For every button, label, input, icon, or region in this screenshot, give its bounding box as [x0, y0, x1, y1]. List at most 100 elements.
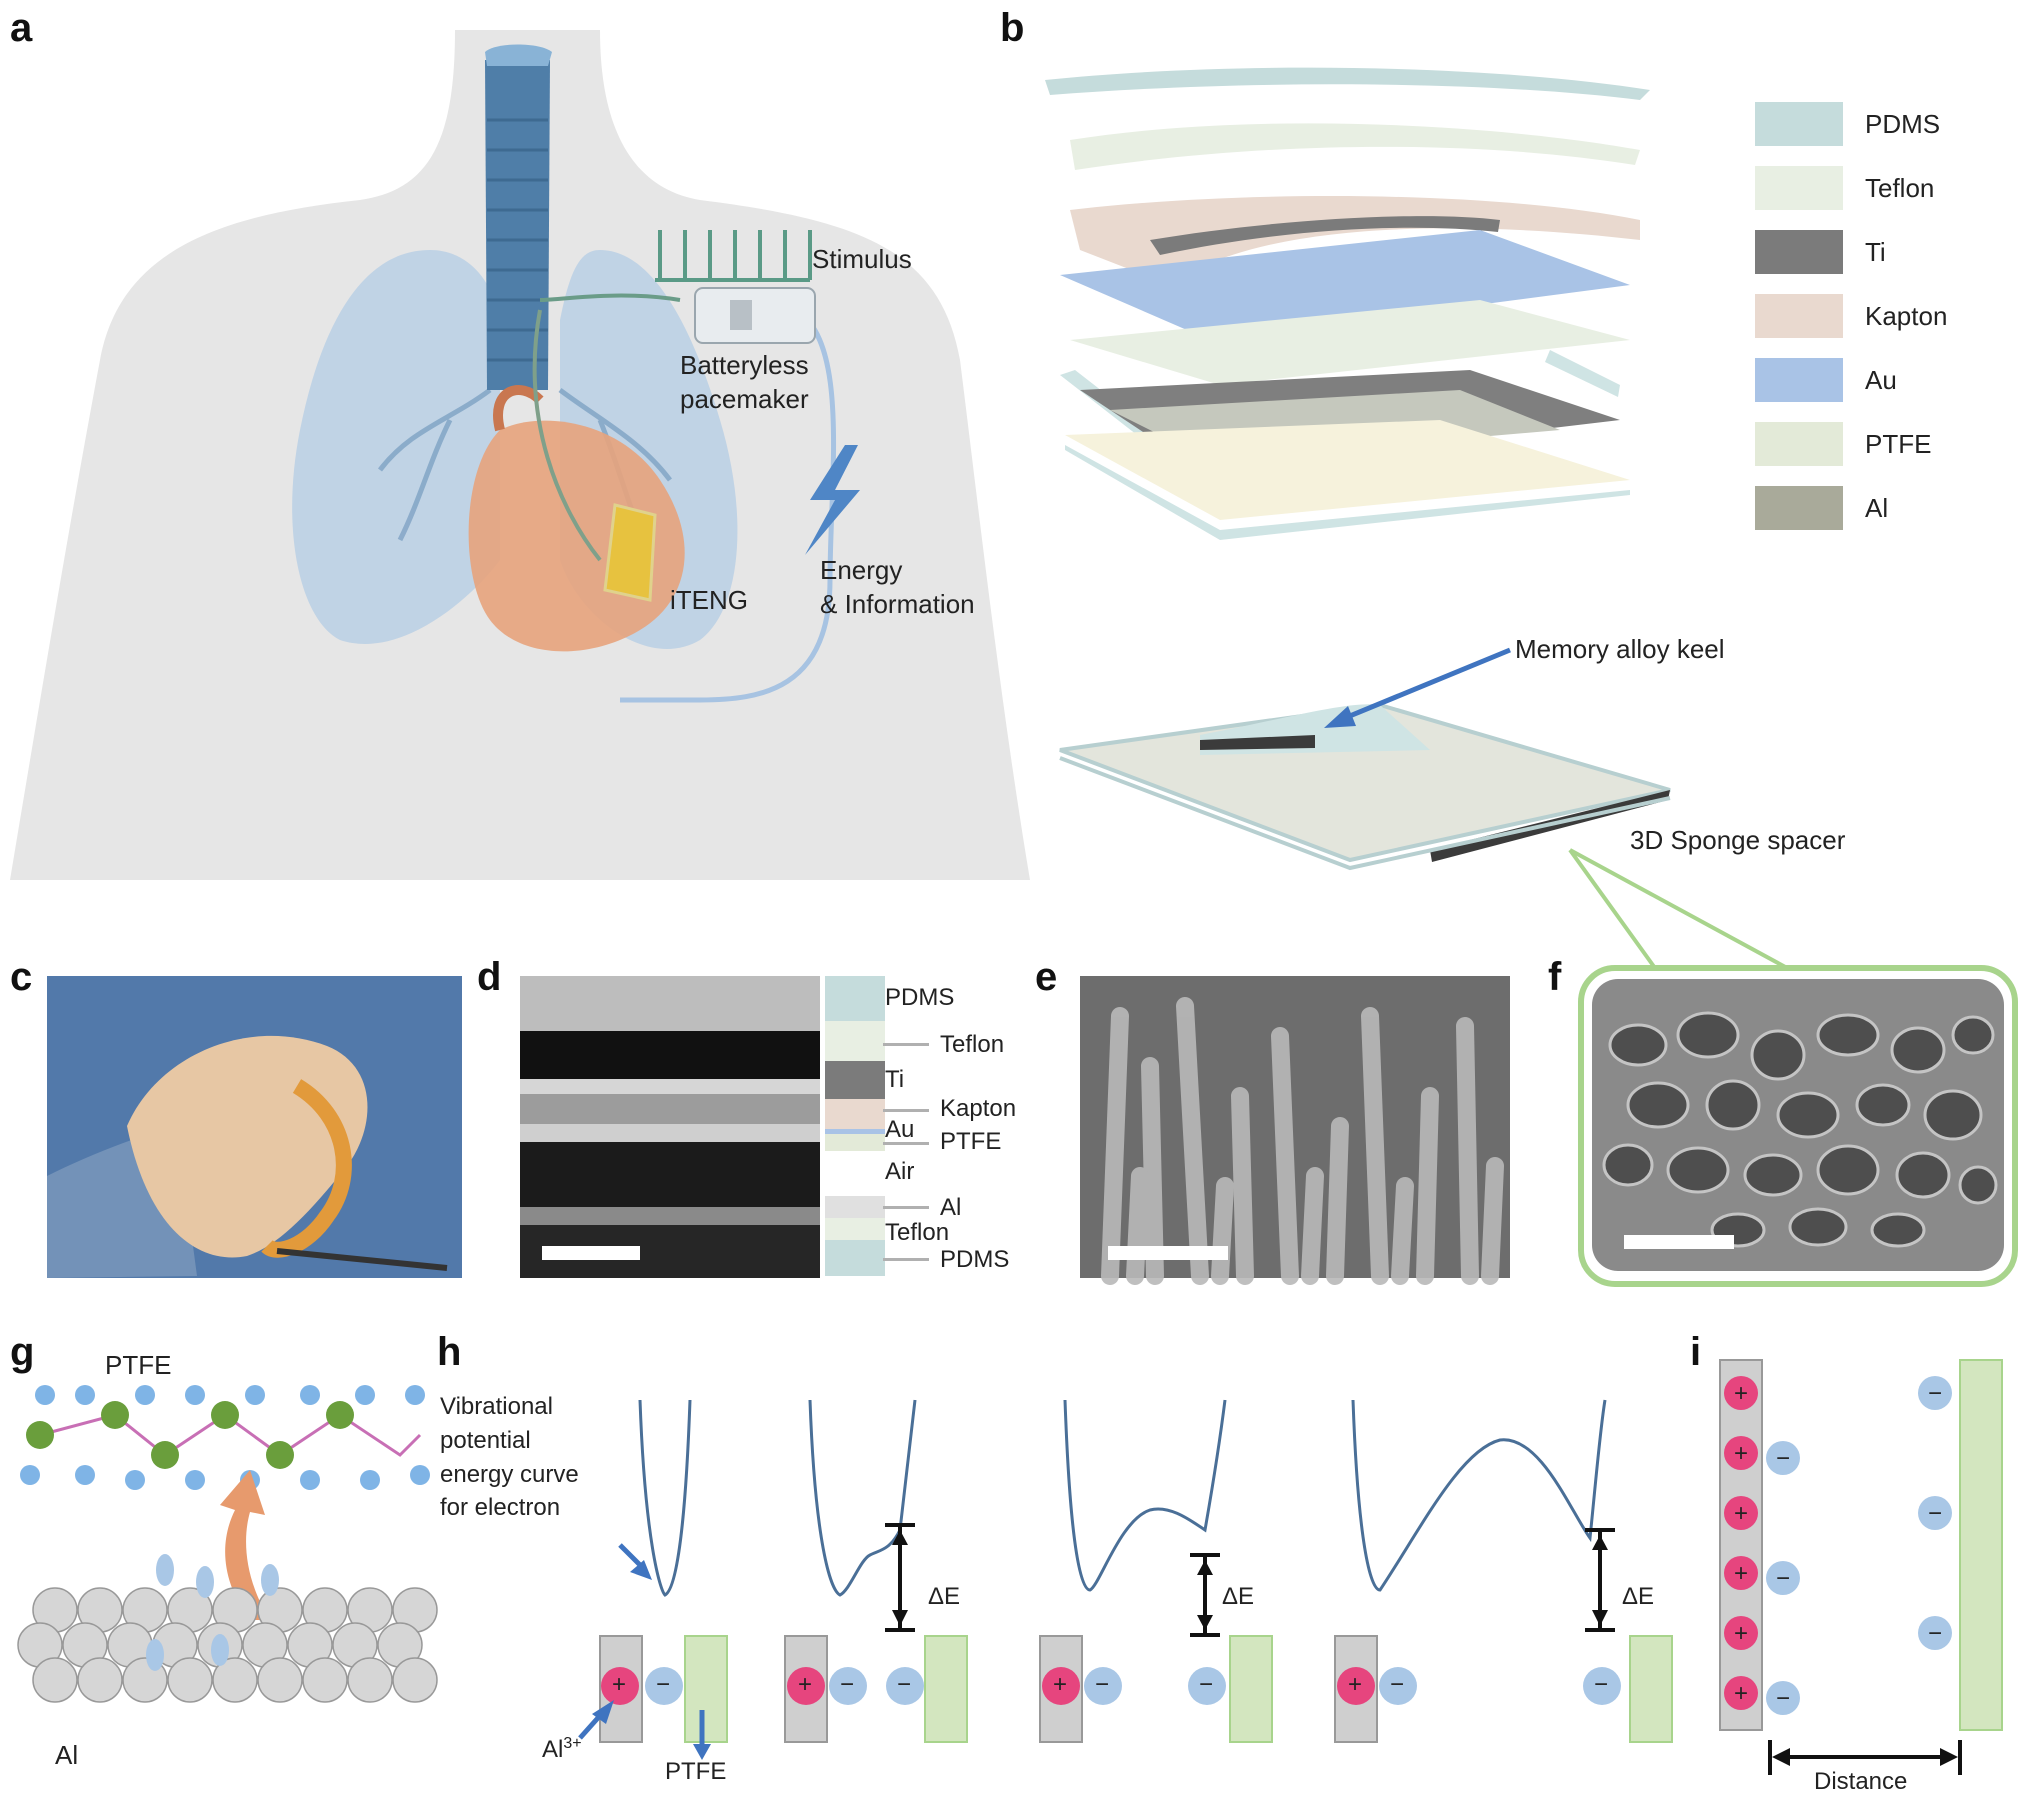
i-minus-6: −: [1928, 1620, 1943, 1647]
exploded-layer-stack: [1045, 67, 1650, 540]
label-al: Al: [940, 1194, 962, 1221]
legend-label: Ti: [1865, 236, 1886, 267]
label-teflon-top: Teflon: [940, 1031, 1005, 1058]
batteryless-label-1: Batteryless: [680, 350, 809, 380]
i-plus-1: +: [1734, 1380, 1749, 1407]
band-teflon-bot: [825, 1218, 885, 1240]
i-minus-1: −: [1776, 1445, 1791, 1472]
leader-line: [883, 1043, 929, 1046]
i-minus-3: −: [1776, 1685, 1791, 1712]
i-minus-5: −: [1928, 1500, 1943, 1527]
legend-row-kapton: Kapton: [1755, 284, 2015, 348]
panel-letter-d: d: [477, 955, 502, 999]
assembled-device: [1059, 702, 1671, 871]
h2-plus: +: [798, 1671, 813, 1698]
legend-label: PDMS: [1865, 108, 1941, 139]
panel-letter-f: f: [1548, 955, 1562, 999]
label-pdms-top: PDMS: [885, 984, 955, 1011]
stimulus-label: Stimulus: [812, 244, 912, 274]
h2-minus: −: [840, 1671, 855, 1698]
legend-row-ti: Ti: [1755, 220, 2015, 284]
al-lattice: [17, 1554, 438, 1703]
al-lattice-label: Al: [55, 1740, 79, 1770]
legend-swatch: [1755, 358, 1843, 402]
legend-row-au: Au: [1755, 348, 2015, 412]
scale-bar: [1624, 1235, 1734, 1249]
panel-letter-h: h: [437, 1330, 462, 1374]
h3-minus: −: [1095, 1671, 1110, 1698]
energy-label-1: Energy: [820, 555, 903, 585]
delta-e-2: ΔE: [1222, 1583, 1255, 1610]
trachea: [485, 60, 550, 390]
distance-label: Distance: [1814, 1768, 1908, 1795]
ptfe-chain: [20, 1385, 430, 1490]
device-photo: [47, 976, 462, 1278]
curve-3: [1063, 1399, 1227, 1592]
charge-states: [578, 1635, 1673, 1760]
h-caption-1: Vibrational: [440, 1393, 553, 1420]
curve-1: [638, 1399, 692, 1597]
label-ptfe: PTFE: [940, 1128, 1002, 1155]
label-ti: Ti: [885, 1066, 905, 1093]
i-plus-3: +: [1734, 1500, 1749, 1527]
potential-curves: [618, 1399, 1615, 1637]
h-caption-2: potential: [440, 1427, 531, 1454]
iteng-patch: [603, 503, 657, 602]
left-lung: [292, 250, 500, 644]
sponge-callout-lines: [1568, 848, 1801, 977]
label-au: Au: [885, 1116, 915, 1143]
legend-label: Al: [1865, 492, 1889, 523]
sponge-spacer-label: 3D Sponge spacer: [1630, 825, 1846, 855]
band-ti: [825, 1061, 885, 1099]
band-teflon-top: [825, 1021, 885, 1061]
i-minus-2: −: [1776, 1565, 1791, 1592]
h4-minus-b: −: [1594, 1671, 1609, 1698]
material-legend: PDMS Teflon Ti Kapton Au PTFE Al: [1755, 92, 2015, 540]
cross-section-legend: PDMS Teflon Ti Kapton Au PTFE Air Al Tef…: [825, 976, 1035, 1276]
legend-swatch: [1755, 486, 1843, 530]
legend-swatch: [1755, 230, 1843, 274]
h-caption-3: energy curve: [440, 1461, 579, 1488]
scale-bar: [542, 1246, 640, 1260]
i-minus-4: −: [1928, 1380, 1943, 1407]
legend-label: PTFE: [1865, 428, 1932, 459]
legend-label: Kapton: [1865, 300, 1948, 331]
band-pdms-top: [825, 976, 885, 1021]
curve-2: [808, 1399, 917, 1597]
leader-line: [883, 1258, 929, 1261]
i-plus-4: +: [1734, 1560, 1749, 1587]
legend-row-ptfe: PTFE: [1755, 412, 2015, 476]
h2-minus-b: −: [897, 1671, 912, 1698]
leader-line: [883, 1142, 929, 1145]
al-ion-label: Al3+: [542, 1735, 582, 1764]
label-pdms-bot: PDMS: [940, 1246, 1010, 1273]
batteryless-label-2: pacemaker: [680, 384, 809, 414]
scale-bar: [1108, 1246, 1228, 1260]
curve-4: [1351, 1399, 1607, 1592]
h1-plus: +: [612, 1671, 627, 1698]
band-kapton: [825, 1099, 885, 1129]
leader-line: [883, 1206, 929, 1209]
sponge-sem: [1578, 965, 2018, 1287]
leader-line: [883, 1109, 929, 1112]
memory-alloy-label: Memory alloy keel: [1515, 634, 1725, 664]
stimulus-pulses: [655, 230, 812, 282]
keel-arrow: [1324, 647, 1511, 728]
h-caption-4: for electron: [440, 1494, 561, 1521]
label-teflon-bot: Teflon: [885, 1219, 950, 1246]
h4-minus: −: [1390, 1671, 1405, 1698]
i-plus-2: +: [1734, 1440, 1749, 1467]
al-ion-charge: 3+: [563, 1735, 582, 1752]
delta-e-3: ΔE: [1622, 1583, 1655, 1610]
legend-swatch: [1755, 102, 1843, 146]
h1-minus: −: [656, 1671, 671, 1698]
lightning-icon: [805, 445, 860, 555]
legend-label: Au: [1865, 364, 1897, 395]
distance-diagram: [1719, 1359, 2003, 1775]
h4-plus: +: [1348, 1671, 1363, 1698]
nanostructure-sem: [1080, 976, 1510, 1285]
label-kapton: Kapton: [940, 1095, 1017, 1122]
transfer-arrow: [220, 1470, 270, 1620]
legend-label: Teflon: [1865, 172, 1935, 203]
band-ptfe: [825, 1134, 885, 1151]
